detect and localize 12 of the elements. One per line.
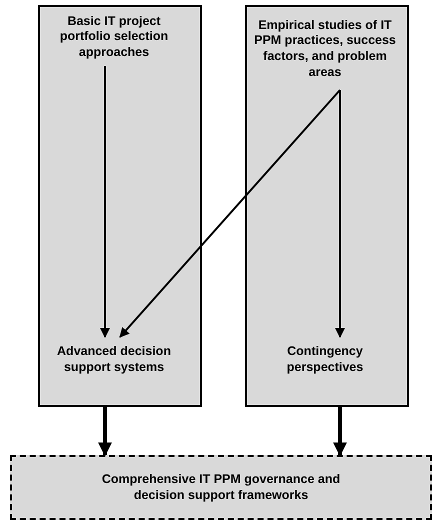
arrow bbox=[119, 89, 341, 338]
arrow bbox=[333, 407, 347, 456]
arrow bbox=[98, 407, 112, 456]
arrow bbox=[335, 90, 345, 338]
text-label: Advanced decision support systems bbox=[42, 337, 186, 383]
text-label: Contingency perspectives bbox=[248, 337, 402, 383]
panel-box bbox=[38, 5, 202, 407]
text-label: Empirical studies of IT PPM practices, success factors, and problem areas bbox=[248, 8, 402, 90]
arrow bbox=[100, 66, 110, 338]
panel-box bbox=[245, 5, 409, 407]
dashed-box: Comprehensive IT PPM governance and decision support frameworks bbox=[10, 455, 432, 520]
text-label: Basic IT project portfolio selection approaches bbox=[42, 8, 186, 66]
